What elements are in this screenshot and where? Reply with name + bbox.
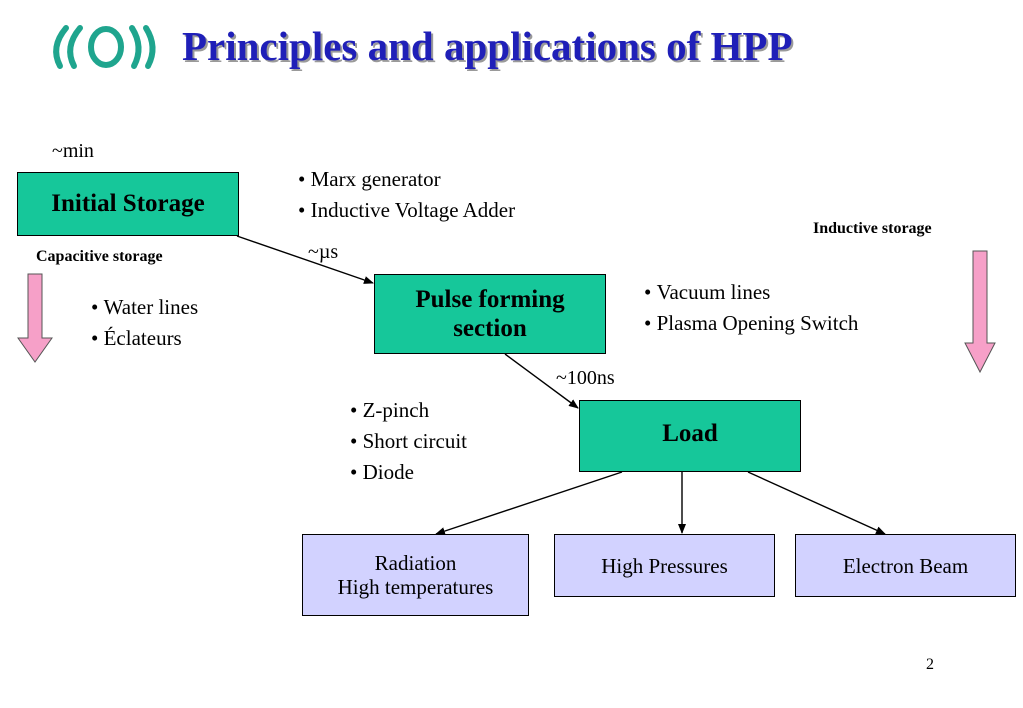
arrow-pulse-to-load bbox=[504, 353, 579, 409]
arrow-load-to-radiation bbox=[435, 471, 623, 535]
high-pressures-box: High Pressures bbox=[554, 534, 775, 597]
timescale-us-label: ~µs bbox=[308, 241, 339, 263]
list-item: Marx generator bbox=[298, 164, 515, 195]
high-temperatures-label: High temperatures bbox=[337, 575, 494, 599]
list-item: Plasma Opening Switch bbox=[644, 308, 859, 339]
radiation-label: Radiation bbox=[374, 551, 457, 575]
inductive-storage-label: Inductive storage bbox=[813, 220, 932, 237]
capacitive-down-arrow-icon bbox=[17, 273, 53, 363]
timescale-ns-label: ~100ns bbox=[556, 367, 615, 389]
pulse-forming-box: Pulse forming section bbox=[374, 274, 606, 354]
list-item: Vacuum lines bbox=[644, 277, 858, 308]
initial-storage-label: Initial Storage bbox=[51, 190, 205, 217]
capacitive-storage-label: Capacitive storage bbox=[36, 248, 163, 265]
load-label: Load bbox=[662, 420, 718, 447]
capacitive-items-list: Water lines Éclateurs bbox=[91, 292, 199, 354]
institute-logo-icon bbox=[44, 22, 162, 72]
slide-title: Principles and applications of HPP bbox=[182, 23, 793, 69]
initial-storage-box: Initial Storage bbox=[17, 172, 239, 236]
electron-beam-box: Electron Beam bbox=[795, 534, 1016, 597]
list-item: Éclateurs bbox=[91, 323, 198, 354]
list-item: Short circuit bbox=[350, 426, 467, 457]
load-items-list: Z-pinch Short circuit Diode bbox=[350, 395, 467, 488]
inductive-down-arrow-icon bbox=[964, 250, 996, 374]
list-item: Diode bbox=[350, 457, 467, 488]
pulse-forming-label-line2: section bbox=[453, 315, 527, 342]
list-item: Water lines bbox=[91, 292, 199, 323]
list-item: Z-pinch bbox=[350, 395, 467, 426]
arrow-load-to-electron-beam bbox=[747, 471, 886, 535]
load-box: Load bbox=[579, 400, 801, 472]
list-item: Inductive Voltage Adder bbox=[298, 195, 516, 226]
generators-list: Marx generator Inductive Voltage Adder bbox=[298, 164, 516, 226]
pulse-forming-label-line1: Pulse forming bbox=[415, 286, 565, 313]
page-number: 2 bbox=[926, 656, 934, 673]
radiation-box: Radiation High temperatures bbox=[302, 534, 529, 616]
high-pressures-label: High Pressures bbox=[601, 553, 728, 578]
inductive-items-list: Vacuum lines Plasma Opening Switch bbox=[644, 277, 859, 339]
arrow-storage-to-pulse bbox=[236, 235, 374, 284]
electron-beam-label: Electron Beam bbox=[842, 553, 969, 578]
timescale-min-label: ~min bbox=[52, 140, 94, 162]
